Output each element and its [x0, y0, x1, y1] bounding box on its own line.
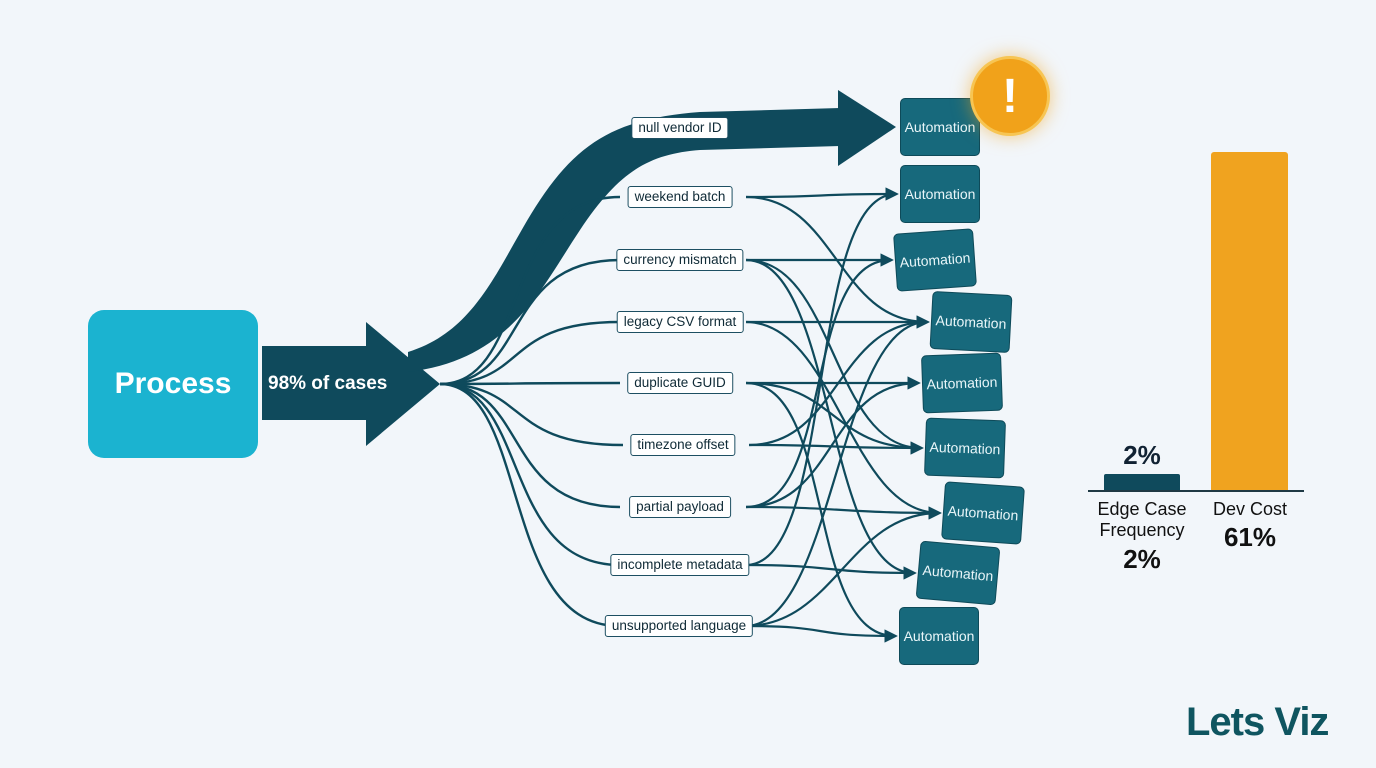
fan-curve-5 — [439, 381, 621, 386]
fan-curve-3 — [439, 258, 621, 386]
routing-line-18 — [744, 315, 930, 628]
edge-category-line1: Edge Case — [1097, 499, 1187, 519]
case-label-8: incomplete metadata — [610, 554, 750, 576]
routing-line-20 — [744, 506, 942, 628]
routing-line-16 — [745, 563, 917, 580]
dev-value-label: 61% — [1223, 522, 1277, 552]
routing-line-9 — [745, 381, 924, 455]
fan-curve-7 — [439, 382, 621, 509]
automation-box-4: Automation — [929, 290, 1013, 354]
automation-box-5: Automation — [921, 352, 1003, 414]
main-flow-label: 98% of cases — [268, 373, 388, 394]
automation-box-1: Automation — [900, 98, 980, 156]
process-label: Process — [114, 367, 232, 400]
automation-box-7: Automation — [941, 481, 1025, 545]
bar-edge-case-frequency — [1104, 474, 1180, 492]
case-label-3: currency mismatch — [616, 249, 744, 271]
case-label-9: unsupported language — [604, 615, 754, 637]
routing-line-14 — [745, 505, 942, 520]
fan-curve-2 — [439, 195, 621, 386]
routing-line-1 — [745, 187, 899, 201]
case-label-5: duplicate GUID — [627, 372, 733, 394]
routing-line-19 — [744, 624, 898, 643]
alert-symbol: ! — [1002, 69, 1018, 123]
automation-box-3: Automation — [893, 228, 977, 292]
exclamation-warning-icon: ! — [970, 56, 1050, 136]
routing-line-13 — [745, 253, 894, 509]
automation-box-2: Automation — [900, 165, 980, 223]
routing-line-17 — [745, 187, 899, 567]
routing-line-12 — [748, 441, 924, 455]
case-label-4: legacy CSV format — [616, 311, 744, 333]
edge-bar-top-label: 2% — [1123, 440, 1161, 470]
fan-curve-8 — [439, 382, 621, 567]
case-label-1: null vendor ID — [631, 117, 729, 139]
automation-box-9: Automation — [899, 607, 979, 665]
fan-curve-4 — [439, 320, 621, 386]
case-label-7: partial payload — [629, 496, 731, 518]
routing-line-7 — [745, 320, 942, 520]
routing-line-11 — [748, 315, 930, 447]
routing-line-4 — [745, 258, 924, 455]
top-big-arrow-body — [408, 108, 840, 372]
case-label-6: timezone offset — [630, 434, 736, 456]
chart-baseline — [1088, 490, 1304, 492]
process-box: Process — [88, 310, 258, 458]
top-big-arrow-head — [838, 90, 896, 166]
edge-category-label: Edge Case Frequency — [1082, 499, 1202, 541]
edge-category-line2: Frequency — [1099, 520, 1185, 540]
fan-curve-6 — [439, 382, 624, 447]
routing-line-5 — [745, 258, 917, 580]
case-label-2: weekend batch — [627, 186, 733, 208]
lets-viz-logo: Lets Viz — [1186, 700, 1329, 744]
bar-dev-cost — [1211, 152, 1288, 492]
routing-line-15 — [745, 376, 921, 509]
edge-value-label: 2% — [1123, 544, 1161, 574]
fan-curve-9 — [439, 382, 620, 628]
main-flow-arrow — [262, 322, 440, 446]
automation-box-8: Automation — [915, 540, 1001, 606]
dev-category-label: Dev Cost — [1212, 499, 1288, 519]
automation-box-6: Automation — [924, 417, 1006, 479]
